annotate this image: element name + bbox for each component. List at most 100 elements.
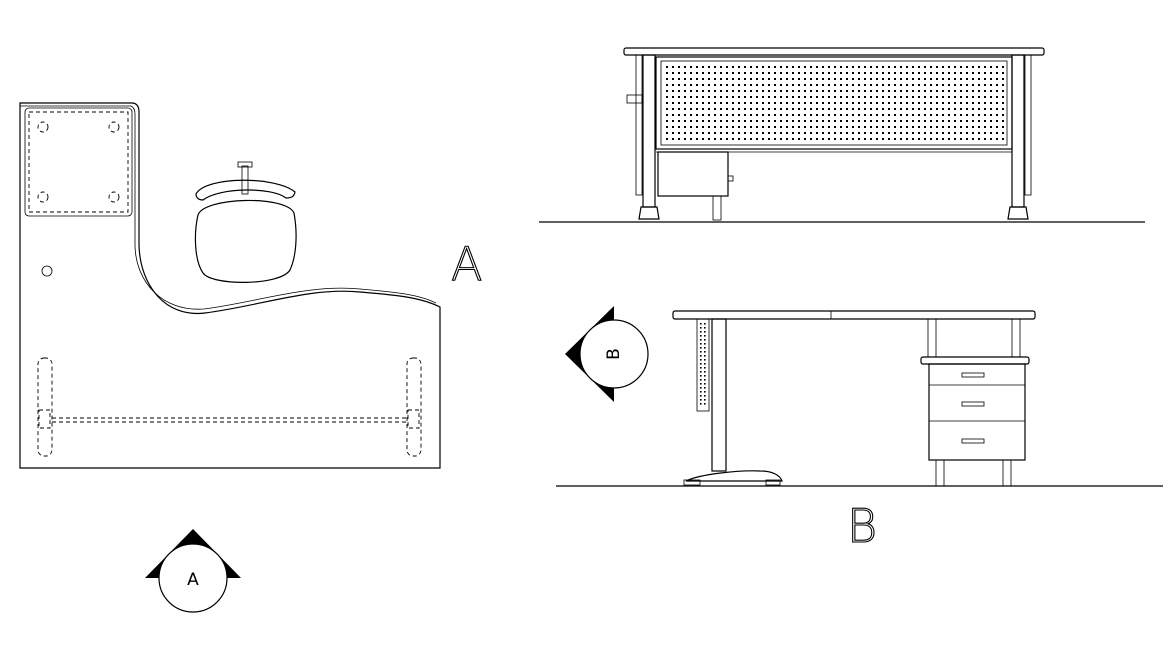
- side-perforation-dot: [704, 363, 706, 365]
- perforation-dot: [930, 84, 932, 86]
- perforation-dot: [840, 126, 842, 128]
- perforation-dot: [894, 90, 896, 92]
- perforation-dot: [702, 120, 704, 122]
- perforation-dot: [732, 84, 734, 86]
- perforation-dot: [828, 72, 830, 74]
- perforation-dot: [792, 132, 794, 134]
- perforation-dot: [882, 120, 884, 122]
- perforation-dot: [828, 138, 830, 140]
- perforation-dot: [936, 84, 938, 86]
- perforation-dot: [894, 72, 896, 74]
- perforation-dot: [816, 66, 818, 68]
- perforation-dot: [840, 78, 842, 80]
- perforation-dot: [714, 120, 716, 122]
- perforation-dot: [774, 102, 776, 104]
- perforation-dot: [786, 132, 788, 134]
- side-perforation-dot: [700, 379, 702, 381]
- perforation-dot: [930, 132, 932, 134]
- perforation-dot: [954, 78, 956, 80]
- perforation-dot: [876, 78, 878, 80]
- perforation-dot: [786, 126, 788, 128]
- perforation-dot: [804, 108, 806, 110]
- perforation-dot: [816, 72, 818, 74]
- perforation-dot: [714, 138, 716, 140]
- perforation-dot: [798, 72, 800, 74]
- perforation-dot: [960, 120, 962, 122]
- perforation-dot: [792, 114, 794, 116]
- perforation-dot: [972, 96, 974, 98]
- perforation-dot: [888, 138, 890, 140]
- perforation-dot: [816, 138, 818, 140]
- perforation-dot: [678, 102, 680, 104]
- perforation-dot: [702, 66, 704, 68]
- perforation-dot: [948, 90, 950, 92]
- perforation-dot: [786, 78, 788, 80]
- perforation-dot: [762, 114, 764, 116]
- perforation-dot: [834, 126, 836, 128]
- perforation-dot: [810, 138, 812, 140]
- perforation-dot: [708, 102, 710, 104]
- perforation-dot: [678, 78, 680, 80]
- perforation-dot: [840, 84, 842, 86]
- perforation-dot: [930, 138, 932, 140]
- perforation-dot: [672, 96, 674, 98]
- perforation-dot: [780, 114, 782, 116]
- perforation-dot: [708, 126, 710, 128]
- perforation-dot: [840, 120, 842, 122]
- perforation-dot: [858, 66, 860, 68]
- perforation-dot: [738, 132, 740, 134]
- perforation-dot: [756, 120, 758, 122]
- perforation-dot: [984, 132, 986, 134]
- perforation-dot: [870, 132, 872, 134]
- perforation-dot: [696, 72, 698, 74]
- perforation-dot: [822, 66, 824, 68]
- perforation-dot: [894, 96, 896, 98]
- perforation-dot: [960, 72, 962, 74]
- perforation-dot: [864, 138, 866, 140]
- perforation-dot: [804, 90, 806, 92]
- perforation-dot: [822, 84, 824, 86]
- perforation-dot: [948, 72, 950, 74]
- perforation-dot: [792, 96, 794, 98]
- perforation-dot: [852, 84, 854, 86]
- perforation-dot: [792, 66, 794, 68]
- perforation-dot: [858, 84, 860, 86]
- perforation-dot: [852, 132, 854, 134]
- perforation-dot: [690, 114, 692, 116]
- perforation-dot: [756, 96, 758, 98]
- perforation-dot: [900, 90, 902, 92]
- perforation-dot: [972, 90, 974, 92]
- perforation-dot: [864, 66, 866, 68]
- perforation-dot: [990, 120, 992, 122]
- drawer-handle-3: [961, 438, 985, 444]
- perforation-dot: [1002, 138, 1004, 140]
- perforation-dot: [696, 96, 698, 98]
- perforation-dot: [870, 78, 872, 80]
- perforation-dot: [690, 132, 692, 134]
- perforation-dot: [882, 114, 884, 116]
- perforation-dot: [852, 78, 854, 80]
- perforation-dot: [726, 72, 728, 74]
- perforation-dot: [864, 72, 866, 74]
- perforation-dot: [744, 72, 746, 74]
- perforation-dot: [732, 96, 734, 98]
- perforation-dot: [810, 108, 812, 110]
- perforation-dot: [834, 138, 836, 140]
- perforation-dot: [846, 90, 848, 92]
- right-leg-dashed: [406, 357, 422, 457]
- perforation-dot: [798, 114, 800, 116]
- perforation-dot: [876, 84, 878, 86]
- perforation-dot: [672, 66, 674, 68]
- perforation-dot: [744, 84, 746, 86]
- perforation-dot: [792, 108, 794, 110]
- perforation-dot: [666, 108, 668, 110]
- perforation-dot: [990, 96, 992, 98]
- side-perforation-dot: [704, 403, 706, 405]
- perforation-dot: [774, 78, 776, 80]
- perforation-dot: [768, 126, 770, 128]
- perforation-dot: [768, 120, 770, 122]
- perforation-dot: [798, 66, 800, 68]
- perforation-dot: [930, 126, 932, 128]
- perforation-dot: [876, 126, 878, 128]
- perforation-dot: [966, 126, 968, 128]
